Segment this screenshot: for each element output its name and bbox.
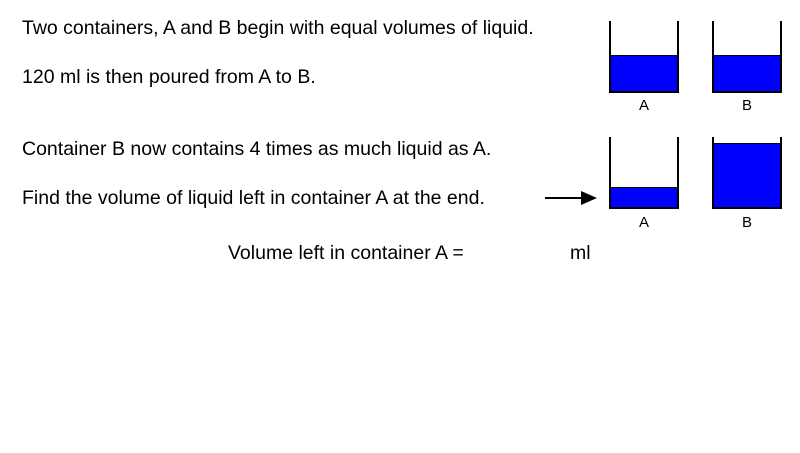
container-label: B — [741, 214, 752, 231]
liquid-fill — [714, 55, 780, 91]
arrow-right-icon — [545, 191, 597, 205]
container-a-after — [609, 137, 679, 209]
liquid-fill — [611, 187, 677, 207]
problem-question: Find the volume of liquid left in contai… — [22, 187, 485, 209]
problem-statement-line-1: Two containers, A and B begin with equal… — [22, 17, 534, 39]
answer-unit: ml — [570, 242, 591, 264]
container-b-after — [712, 137, 782, 209]
answer-label: Volume left in container A = — [228, 242, 464, 264]
container-label: A — [638, 97, 649, 114]
problem-statement-line-3: Container B now contains 4 times as much… — [22, 138, 492, 160]
container-label: B — [741, 97, 752, 114]
liquid-fill — [714, 143, 780, 207]
container-label: A — [638, 214, 649, 231]
problem-statement-line-2: 120 ml is then poured from A to B. — [22, 66, 316, 88]
liquid-fill — [611, 55, 677, 91]
container-a-before — [609, 21, 679, 93]
container-b-before — [712, 21, 782, 93]
